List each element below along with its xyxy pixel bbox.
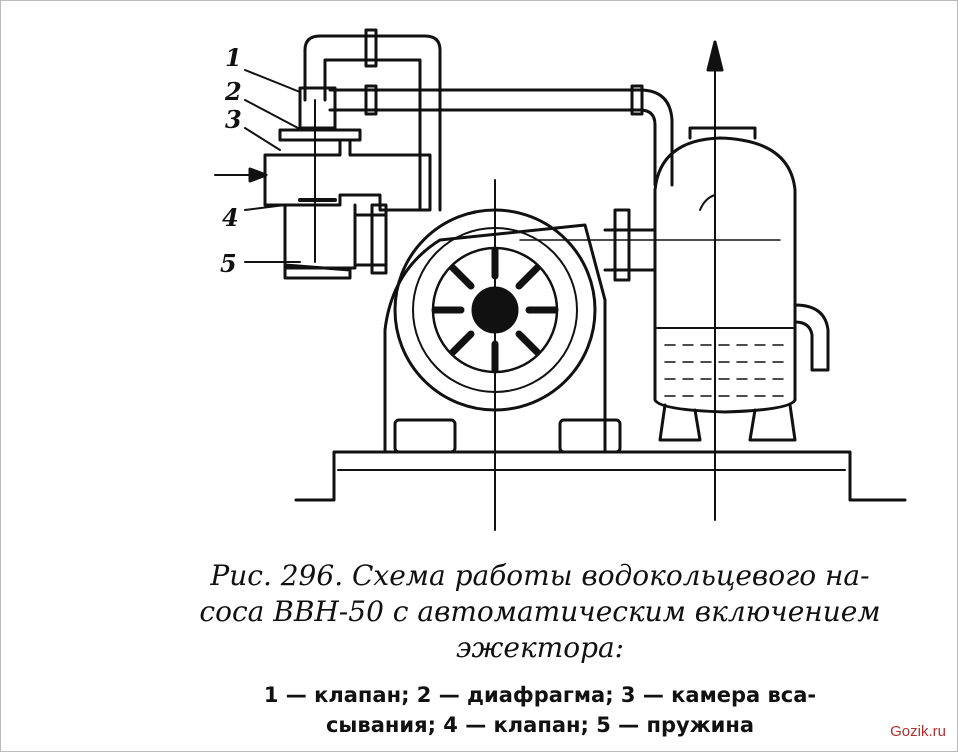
separator-tank xyxy=(653,136,797,414)
overflow-pipe xyxy=(793,303,830,372)
legend-line-1: 1 — клапан; 2 — диафрагма; 3 — камера вс… xyxy=(263,683,817,707)
caption-line-3: эжектора: xyxy=(455,631,625,664)
base-plate xyxy=(294,450,907,502)
figure-caption: Рис. 296. Схема работы водокольцевого на… xyxy=(180,558,900,666)
impeller-blades xyxy=(431,246,559,374)
caption-line-2: coca ВВН-50 с автоматическим включением xyxy=(199,595,881,628)
caption-line-1: Рис. 296. Схема работы водокольцевого на… xyxy=(210,559,870,592)
figure-legend: 1 — клапан; 2 — диафрагма; 3 — камера вс… xyxy=(180,680,900,740)
callout-1: 1 xyxy=(225,43,242,72)
watermark: Gozik.ru xyxy=(890,723,946,740)
callout-5: 5 xyxy=(220,249,237,278)
valve-body xyxy=(283,203,357,270)
top-pipework xyxy=(303,34,442,212)
callout-3: 3 xyxy=(225,105,242,134)
pump-pedestal xyxy=(383,223,607,454)
callout-labels: 1 2 3 4 5 xyxy=(220,43,242,278)
suction-chamber xyxy=(263,138,432,212)
callout-4: 4 xyxy=(222,203,239,232)
callout-2: 2 xyxy=(224,77,242,106)
legend-line-2: сывания; 4 — клапан; 5 — пружина xyxy=(325,713,754,737)
